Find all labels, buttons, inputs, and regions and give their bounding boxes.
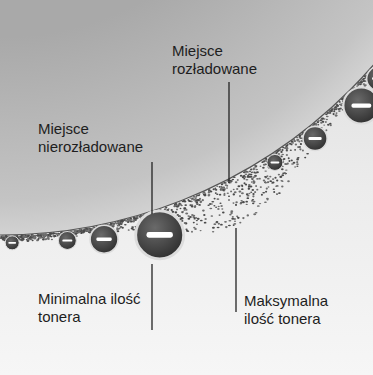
charged-particles: [5, 67, 373, 259]
callout-label: Minimalna ilość tonera: [38, 290, 143, 326]
callout-label: Miejsce nierozładowane: [38, 120, 173, 156]
toner-dust: [0, 69, 372, 243]
callout-label: Miejsce rozładowane: [172, 42, 282, 78]
leader-lines: [152, 82, 236, 330]
callout-label: Maksymalna ilość tonera: [244, 292, 354, 328]
photoconductor-drum: [0, 0, 373, 235]
